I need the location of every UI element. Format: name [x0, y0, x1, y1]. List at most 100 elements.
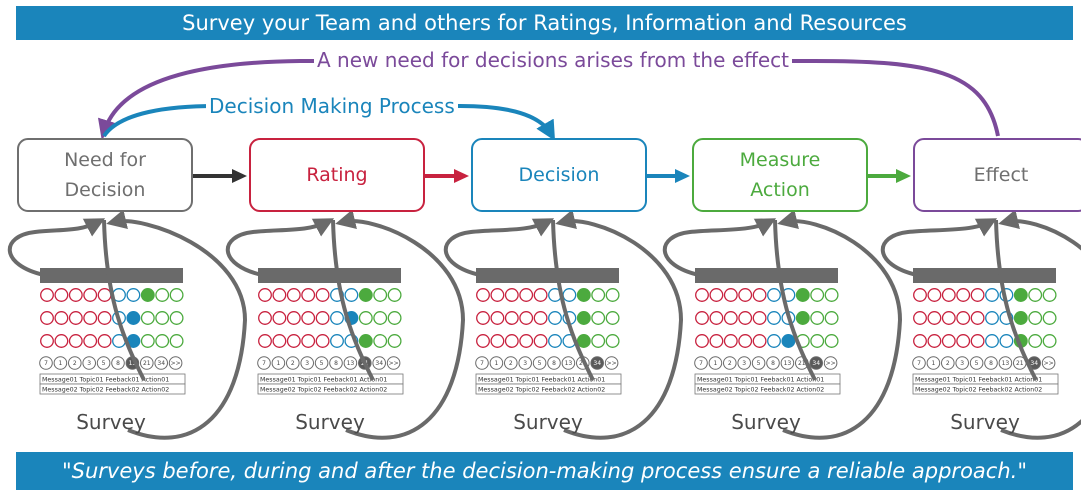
rating-circle [927, 311, 942, 325]
rating-circle [1028, 334, 1043, 348]
rating-circle-selected [126, 311, 141, 325]
pager-label: 3 [742, 360, 746, 367]
rating-circle [810, 288, 825, 302]
rating-circle [605, 311, 620, 325]
flow-arrows [193, 169, 911, 183]
rating-circle [970, 288, 985, 302]
rating-circle [548, 334, 562, 348]
pager-label: 5 [538, 360, 542, 367]
rating-circle [970, 334, 985, 348]
survey-header-bar [913, 268, 1056, 283]
rating-circle [709, 334, 724, 348]
pager-label: 8 [334, 360, 338, 367]
survey-label: Survey [295, 410, 365, 434]
pager-item [257, 356, 271, 370]
pager-label: 5 [975, 360, 979, 367]
pager-item [314, 356, 329, 370]
rating-circle [155, 334, 170, 348]
rating-circle [1028, 311, 1043, 325]
rating-circle [985, 288, 999, 302]
survey-loop-down [331, 219, 375, 381]
rating-circle [155, 288, 170, 302]
step-rating: Rating [249, 138, 425, 212]
survey-header-bar [695, 268, 838, 283]
rating-circle [913, 334, 927, 348]
rating-circle-selected [781, 334, 796, 348]
rating-circle [738, 311, 753, 325]
rating-circle [970, 311, 985, 325]
pager-item [823, 356, 838, 370]
rating-circle [83, 311, 98, 325]
rating-circle [54, 311, 69, 325]
pager-label: 13 [565, 360, 573, 367]
rating-circle-selected [140, 288, 155, 302]
rating-circle [68, 311, 83, 325]
survey-loop-left [225, 218, 335, 277]
rating-circle [709, 311, 724, 325]
message-row: Message01 Topic01 Feeback01 Action01 [42, 377, 169, 384]
pager-item [1041, 356, 1056, 370]
flow-arrowhead [896, 169, 911, 183]
flow-arrowhead [454, 169, 469, 183]
pager-item [998, 356, 1013, 370]
step-decision: Decision [471, 138, 647, 212]
rating-circle [315, 311, 330, 325]
pager-label: 21 [143, 360, 151, 367]
pager-label: 34 [375, 360, 383, 367]
rating-circle [723, 311, 738, 325]
pager-label: 7 [480, 360, 484, 367]
message-table: Message01 Topic01 Feeback01 Action01Mess… [475, 373, 622, 395]
rating-circle [738, 288, 753, 302]
survey-loop-right [106, 209, 248, 440]
pager-item-active [809, 356, 824, 370]
pager-label: 7 [917, 360, 921, 367]
rating-circle [591, 288, 606, 302]
rating-circle [97, 288, 112, 302]
survey-label: Survey [950, 410, 1020, 434]
rating-circle [591, 334, 606, 348]
pager-label: 3 [523, 360, 527, 367]
pager-item [39, 356, 53, 370]
rating-circle [40, 334, 54, 348]
pager-label: 8 [771, 360, 775, 367]
pager-item [68, 356, 82, 370]
rating-circle-selected [576, 288, 591, 302]
survey-loop-right [335, 209, 466, 440]
rating-circle [738, 334, 753, 348]
step-effect: Effect [913, 138, 1081, 212]
rating-circle [301, 311, 316, 325]
rating-circle-selected [1013, 288, 1028, 302]
rating-circle [330, 311, 344, 325]
rating-circle [272, 334, 287, 348]
rating-circle [286, 288, 301, 302]
rating-circle [695, 288, 709, 302]
survey-loop-right [555, 209, 684, 440]
message-row: Message01 Topic01 Feeback01 Action01 [260, 377, 387, 384]
rating-circle [54, 288, 69, 302]
rating-circle [723, 288, 738, 302]
step-measure-action: Measure Action [692, 138, 868, 212]
rating-circle [548, 311, 562, 325]
rating-circle [767, 311, 781, 325]
rating-circle [504, 288, 519, 302]
rating-circle-selected [358, 288, 373, 302]
pager-item [912, 356, 926, 370]
survey-loop-down [102, 219, 146, 381]
pager-item [780, 356, 795, 370]
rating-circle [258, 288, 272, 302]
rating-circle [155, 311, 170, 325]
rating-circle [941, 288, 956, 302]
pager-label: 1 [931, 360, 935, 367]
pager-item [723, 356, 737, 370]
rating-circle [272, 288, 287, 302]
pager-item [708, 356, 723, 370]
rating-circle-selected [576, 311, 591, 325]
rating-circle [97, 311, 112, 325]
rating-circle [140, 311, 155, 325]
